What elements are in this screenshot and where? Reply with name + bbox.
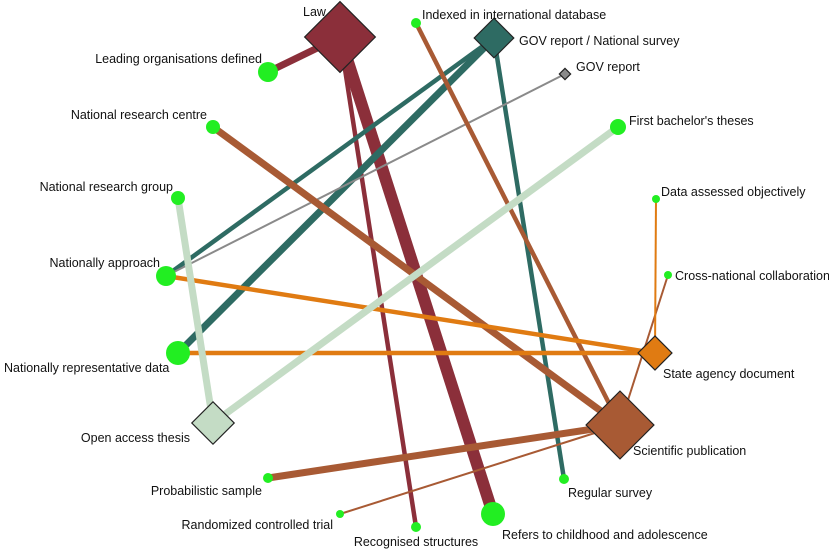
node-label-nationally-approach: Nationally approach — [50, 256, 161, 270]
node-indexed — [411, 18, 421, 28]
edge-gov_nat-regular — [491, 37, 567, 480]
node-label-nationally-representative-data: Nationally representative data — [4, 361, 169, 375]
node-label-regular-survey: Regular survey — [568, 486, 653, 500]
hub-state — [637, 335, 673, 371]
edge-sci-prob — [267, 421, 621, 482]
edge-gov_nat-nat_approach — [164, 36, 496, 278]
edge-gov_report-nat_approach — [165, 73, 566, 277]
hub-gov_nat — [473, 17, 515, 59]
node-rct — [336, 510, 344, 518]
edge-open-nrg — [174, 197, 217, 424]
edge-law-recog — [337, 36, 419, 528]
node-label-indexed: Indexed in international database — [422, 8, 606, 22]
node-label-first-bachelors-theses: First bachelor's theses — [629, 114, 754, 128]
node-label-law: Law — [303, 5, 327, 19]
edge-state-nat_approach — [165, 273, 656, 356]
node-recog — [411, 522, 421, 532]
node-cross — [664, 271, 672, 279]
hub-law — [303, 0, 377, 74]
node-nrg — [171, 191, 185, 205]
hub-sci — [585, 390, 655, 460]
node-nrc — [206, 120, 220, 134]
nodes-layer — [156, 0, 673, 532]
node-label-state-agency-document: State agency document — [663, 367, 795, 381]
node-label-cross-national-collaboration: Cross-national collaboration — [675, 269, 829, 283]
edge-open-first_bach — [210, 124, 621, 426]
labels-layer: Law GOV report / National survey GOV rep… — [4, 5, 829, 549]
node-label-childhood-adolescence: Refers to childhood and adolescence — [502, 528, 708, 542]
node-label-leading-organisations: Leading organisations defined — [95, 52, 262, 66]
node-childhood — [481, 502, 505, 526]
node-label-gov-report: GOV report — [576, 60, 640, 74]
edge-sci-rct — [339, 424, 621, 515]
edge-gov_nat-nat_rep — [175, 35, 497, 356]
node-label-data-assessed-objectively: Data assessed objectively — [661, 185, 806, 199]
node-nat_rep — [166, 341, 190, 365]
edge-sci-indexed — [413, 21, 623, 427]
node-nat_approach — [156, 266, 176, 286]
node-label-randomized-controlled-trial: Randomized controlled trial — [182, 518, 333, 532]
node-label-national-research-centre: National research centre — [71, 108, 207, 122]
node-label-open-access-thesis: Open access thesis — [81, 431, 190, 445]
node-label-recognised-structures: Recognised structures — [354, 535, 478, 549]
node-label-probabilistic-sample: Probabilistic sample — [151, 484, 262, 498]
edges-layer — [164, 21, 669, 528]
node-leading — [258, 62, 278, 82]
node-data_obj — [652, 195, 660, 203]
node-label-scientific-publication: Scientific publication — [633, 444, 746, 458]
node-first_bach — [610, 119, 626, 135]
hub-open — [190, 400, 236, 446]
edge-state-data_obj — [654, 198, 657, 354]
node-label-national-research-group: National research group — [40, 180, 173, 194]
node-label-gov-national-survey: GOV report / National survey — [519, 34, 680, 48]
hub-gov_report — [558, 67, 572, 81]
node-regular — [559, 474, 569, 484]
node-prob — [263, 473, 273, 483]
